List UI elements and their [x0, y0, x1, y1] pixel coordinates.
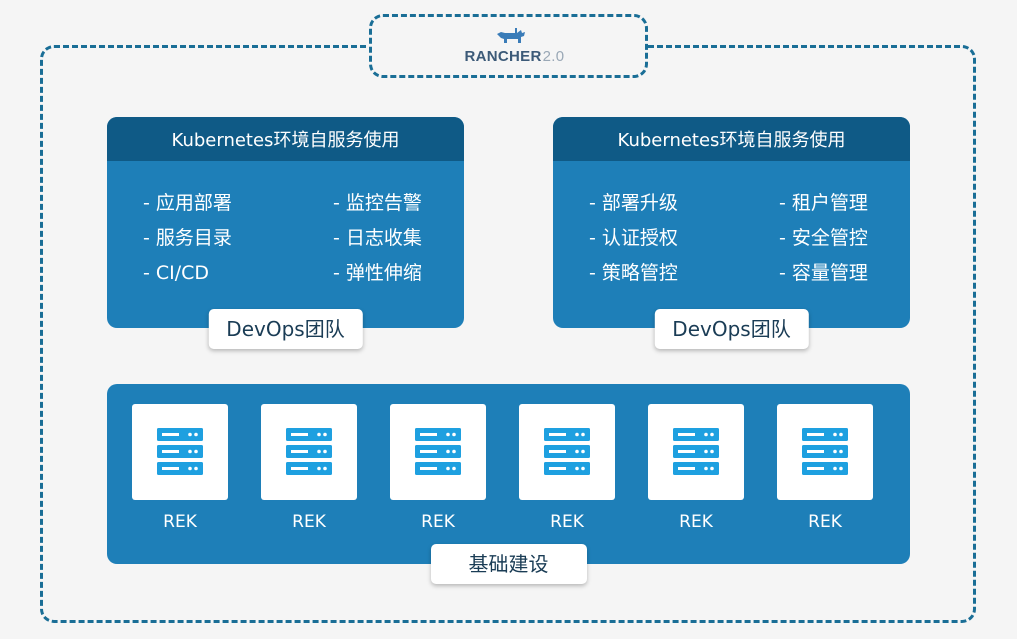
server-box [132, 404, 228, 500]
server-label: REK [550, 512, 584, 532]
devops-panel-left: Kubernetes环境自服务使用 - 应用部署 - 监控告警 - 服务目录 -… [107, 117, 464, 349]
server-box [519, 404, 615, 500]
feature-item: - CI/CD [143, 262, 210, 284]
feature-item: - 策略管控 [589, 262, 678, 284]
server-stack-icon [802, 428, 848, 475]
devops-panel-right: Kubernetes环境自服务使用 - 部署升级 - 租户管理 - 认证授权 -… [553, 117, 910, 349]
server-box [261, 404, 357, 500]
server-stack-icon [673, 428, 719, 475]
infrastructure-panel: REK REK REK REK REK [107, 384, 910, 584]
feature-list: - 部署升级 - 租户管理 - 认证授权 - 安全管控 - 策略管控 - 容量管… [589, 191, 889, 285]
server-row: REK REK REK REK REK [132, 404, 873, 532]
server-card: REK [648, 404, 744, 532]
infrastructure-label: 基础建设 [430, 544, 587, 584]
logo-text: RANCHER2.0 [465, 48, 565, 65]
feature-list: - 应用部署 - 监控告警 - 服务目录 - 日志收集 - CI/CD - 弹性… [143, 191, 443, 285]
rancher-logo: RANCHER2.0 [449, 24, 569, 68]
server-label: REK [421, 512, 455, 532]
server-stack-icon [415, 428, 461, 475]
feature-item: - 容量管理 [779, 262, 868, 284]
server-card: REK [261, 404, 357, 532]
panel-header: Kubernetes环境自服务使用 [107, 117, 464, 161]
logo-brand: RANCHER [464, 48, 542, 65]
feature-item: - 日志收集 [333, 227, 422, 249]
server-label: REK [163, 512, 197, 532]
feature-item: - 认证授权 [589, 227, 678, 249]
feature-item: - 监控告警 [333, 192, 422, 214]
server-box [390, 404, 486, 500]
server-label: REK [679, 512, 713, 532]
server-card: REK [132, 404, 228, 532]
logo-version: 2.0 [542, 48, 565, 65]
server-label: REK [808, 512, 842, 532]
feature-item: - 部署升级 [589, 192, 678, 214]
server-card: REK [519, 404, 615, 532]
server-stack-icon [544, 428, 590, 475]
team-label: DevOps团队 [208, 309, 363, 349]
panel-header: Kubernetes环境自服务使用 [553, 117, 910, 161]
feature-item: - 服务目录 [143, 227, 232, 249]
rancher-cow-icon [496, 28, 525, 43]
feature-item: - 安全管控 [779, 227, 868, 249]
feature-item: - 弹性伸缩 [333, 262, 422, 284]
feature-item: - 租户管理 [779, 192, 868, 214]
server-box [648, 404, 744, 500]
server-card: REK [390, 404, 486, 532]
team-label: DevOps团队 [654, 309, 809, 349]
feature-item: - 应用部署 [143, 192, 232, 214]
rancher-logo-box: RANCHER2.0 [369, 14, 648, 78]
server-card: REK [777, 404, 873, 532]
server-box [777, 404, 873, 500]
server-stack-icon [286, 428, 332, 475]
server-label: REK [292, 512, 326, 532]
server-stack-icon [157, 428, 203, 475]
